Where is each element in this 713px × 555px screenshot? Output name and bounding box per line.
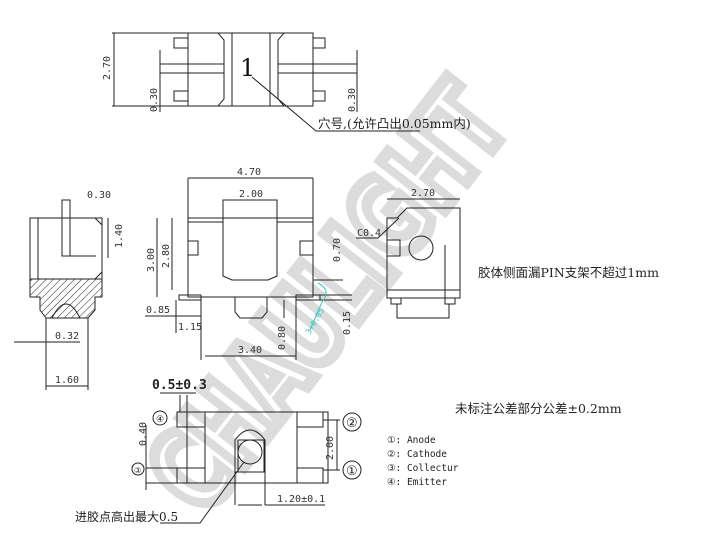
legend-item: ②: Cathode — [387, 449, 447, 460]
gate-note: 进胶点高出最大0.5 — [75, 509, 178, 524]
pin-3-label: ③ — [134, 466, 141, 475]
dim-front-pad-width: 1.15 — [178, 322, 202, 333]
dim-front-lens-height: 0.80 — [277, 326, 288, 350]
hole-note: 穴号,(允许凸出0.05mm内) — [318, 116, 471, 131]
dim-front-pitch: 3.40 — [238, 345, 262, 356]
dim-front-body-height: 2.80 — [161, 244, 172, 268]
dim-side-lens: 0.32 — [55, 331, 79, 342]
top-view: 2.70 0.30 0.30 1 穴号,(允许凸出0.05mm内) — [102, 32, 471, 132]
side-view: 0.30 1.40 0.32 1.60 — [14, 190, 125, 390]
pin-legend: ①: Anode ②: Cathode ③: Collectur ④: Emit… — [387, 435, 459, 488]
legend-item: ③: Collectur — [387, 463, 459, 474]
pin-2-label: ② — [346, 416, 358, 431]
legend-item: ①: Anode — [387, 435, 436, 446]
dim-front-pad-offset: 0.85 — [146, 305, 170, 316]
dim-front-dome-width: 2.00 — [239, 189, 263, 200]
legend-item: ④: Emitter — [387, 477, 447, 488]
dim-top-pin-left: 0.30 — [149, 88, 160, 112]
dim-top-pin-right: 0.30 — [347, 88, 358, 112]
pin-1-label: ① — [346, 464, 358, 479]
dim-front-total-width: 4.70 — [237, 167, 261, 178]
pin-one-mark: 1 — [240, 54, 255, 82]
side-leak-note: 胶体侧面漏PIN支架不超过1mm — [478, 265, 659, 280]
dim-side-pin-height: 1.40 — [114, 224, 125, 248]
end-view: 2.70 C0.4 — [356, 188, 461, 319]
chamfer-label: C0.4 — [357, 228, 381, 239]
dim-top-height: 2.70 — [102, 56, 113, 80]
dim-end-width: 2.70 — [411, 188, 435, 199]
dim-bottom-pin-right: 2.00 — [325, 436, 336, 460]
dim-lead-length: 0.5±0.3 — [152, 378, 207, 393]
dim-front-pad-height: 0.70 — [332, 238, 343, 262]
tolerance-note: 未标注公差部分公差±0.2mm — [455, 401, 622, 416]
dim-side-pin-width: 0.30 — [87, 190, 111, 201]
dim-bottom-pin-left: 0.40 — [138, 422, 149, 446]
dim-front-total-height: 3.00 — [146, 248, 157, 272]
dim-side-width: 1.60 — [55, 375, 79, 386]
bottom-view: 0.5±0.3 0.40 2.00 1.20±0.1 ④ ② ③ ① 进胶点高出… — [75, 378, 362, 524]
dim-front-lead-thickness: 0.15 — [342, 311, 353, 335]
dim-window: 1.20±0.1 — [277, 494, 325, 505]
pin-4-label: ④ — [156, 415, 164, 425]
